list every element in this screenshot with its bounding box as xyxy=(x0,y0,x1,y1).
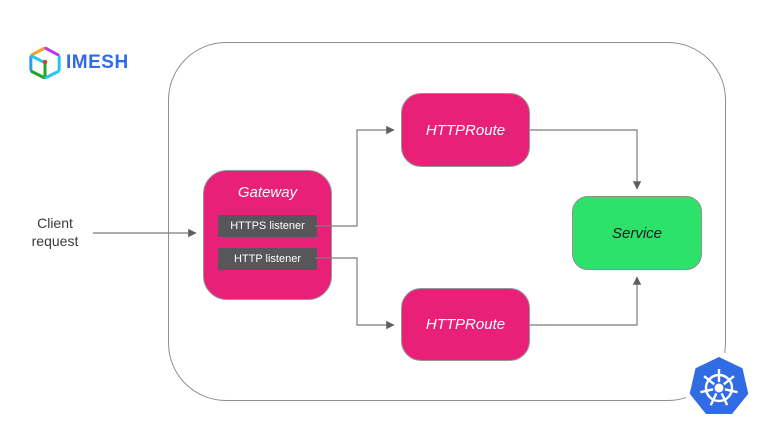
imesh-brand-text: IMESH xyxy=(66,52,129,73)
client-request-label: Client request xyxy=(31,215,79,250)
gateway-title: Gateway xyxy=(237,184,298,201)
service-node: Service xyxy=(572,196,702,270)
gateway-node: Gateway HTTPS listener HTTP listener xyxy=(203,170,332,300)
http-listener-badge: HTTP listener xyxy=(218,248,317,270)
imesh-cube-icon xyxy=(29,46,61,80)
imesh-logo: IMESH xyxy=(28,44,129,82)
https-listener-badge: HTTPS listener xyxy=(218,215,317,237)
kubernetes-logo-icon xyxy=(684,352,754,422)
httproute-node-top: HTTPRoute xyxy=(401,93,530,167)
httproute-node-bottom: HTTPRoute xyxy=(401,288,530,361)
